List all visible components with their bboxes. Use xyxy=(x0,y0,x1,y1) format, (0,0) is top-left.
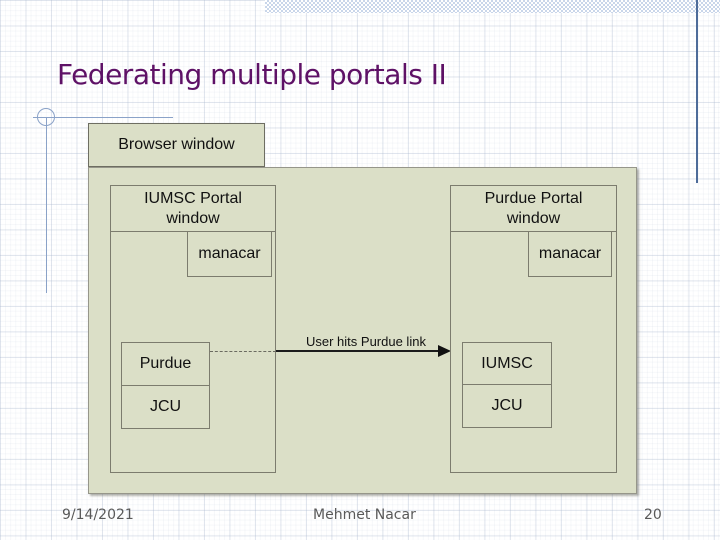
vertical-rule-decoration xyxy=(46,117,47,293)
right-iumsc-label: IUMSC xyxy=(481,354,533,372)
iumsc-portal-title: IUMSC Portal window xyxy=(111,186,275,232)
iumsc-portal-window: IUMSC Portal window xyxy=(110,185,276,473)
page-title: Federating multiple portals II xyxy=(57,58,447,91)
iumsc-manacar-label: manacar xyxy=(198,245,261,262)
arrow-head-icon xyxy=(438,345,451,357)
browser-window-label-box: Browser window xyxy=(88,123,265,167)
browser-window-label: Browser window xyxy=(118,136,235,153)
iumsc-manacar-box: manacar xyxy=(187,231,272,277)
right-jcu-box: JCU xyxy=(462,384,552,428)
footer-author: Mehmet Nacar xyxy=(313,507,416,523)
purdue-portal-window: Purdue Portal window xyxy=(450,185,617,473)
left-purdue-label: Purdue xyxy=(139,355,192,372)
connector-dashed-segment xyxy=(210,351,276,352)
top-accent-bar xyxy=(265,0,720,13)
horizontal-rule-decoration xyxy=(33,117,173,118)
right-jcu-label: JCU xyxy=(491,397,523,414)
purdue-manacar-box: manacar xyxy=(528,231,612,277)
purdue-portal-title: Purdue Portal window xyxy=(451,186,616,232)
left-jcu-label: JCU xyxy=(149,398,182,415)
connector-arrow-line xyxy=(276,350,440,352)
connector-label: User hits Purdue link xyxy=(306,334,426,349)
purdue-manacar-label: manacar xyxy=(538,245,602,262)
right-accent-line xyxy=(696,0,698,183)
left-jcu-box: JCU xyxy=(121,385,210,429)
footer-date: 9/14/2021 xyxy=(62,507,134,523)
footer-page-number: 20 xyxy=(644,507,662,523)
right-iumsc-box: IUMSC xyxy=(462,342,552,385)
left-purdue-box: Purdue xyxy=(121,342,210,386)
browser-window-body xyxy=(88,167,637,494)
